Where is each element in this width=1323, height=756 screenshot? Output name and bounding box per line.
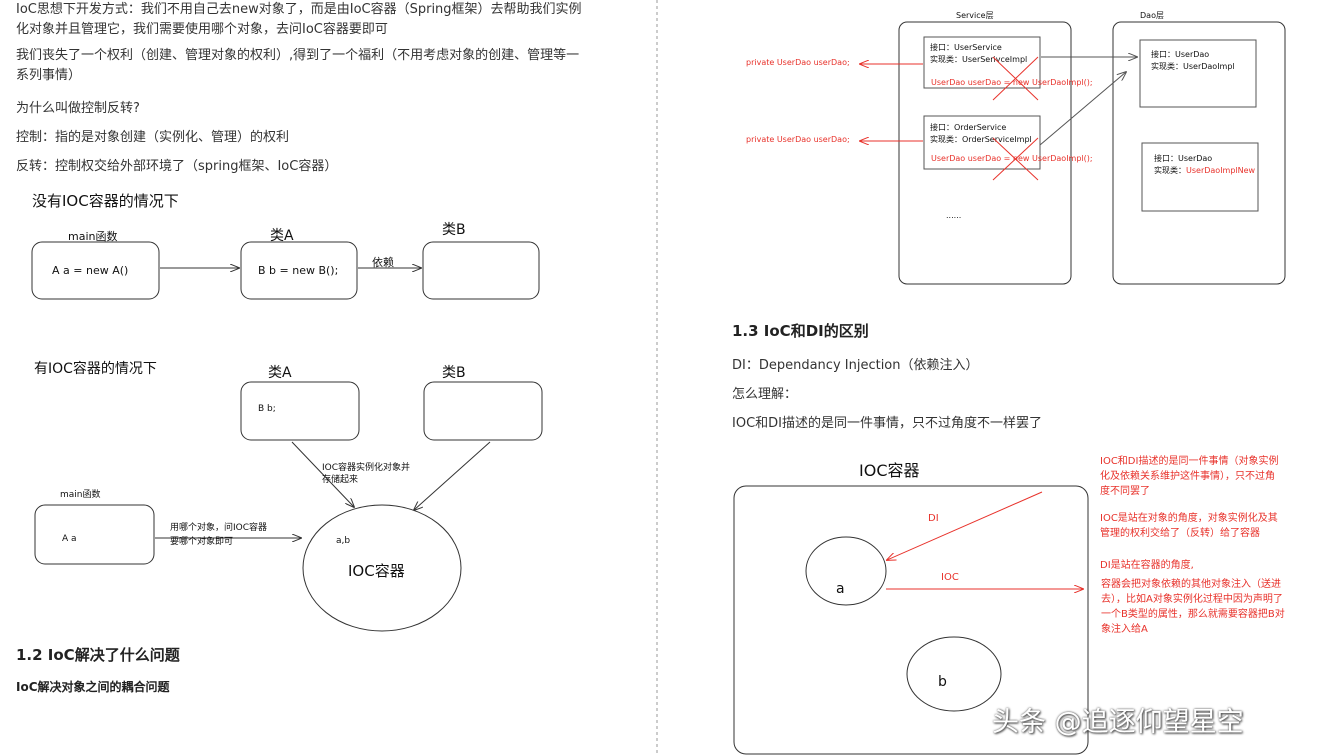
- diagram1-main-box: [31, 241, 160, 300]
- service-layer-label: Service层: [956, 11, 994, 20]
- note-inject-detail: 容器会把对象依赖的其他对象注入（送进去），比如A对象实例化过程中因为声明了一个B…: [1101, 579, 1285, 635]
- user-dao-new-impl-name: UserDaoImplNew: [1186, 166, 1256, 175]
- diagram2-container-label: IOC容器: [348, 562, 405, 580]
- diagram2-arrow-b-to-ioc: [414, 441, 491, 510]
- diagram1-main-code: A a = new A(): [52, 264, 128, 277]
- section-1-3-title: 1.3 IoC和DI的区别: [732, 322, 869, 340]
- page-divider: [656, 0, 658, 756]
- diagram2-main-label: main函数: [60, 488, 101, 500]
- ioc-di-diagram: IOC容器 a b DI IOC: [733, 461, 1089, 755]
- diagram2-main-code: A a: [62, 534, 77, 544]
- cross-out-2b: [992, 137, 1039, 181]
- diagram2-ask-note-1: 用哪个对象，问IOC容器: [170, 521, 267, 533]
- paragraph-ioc-approach: IoC思想下开发方式：我们不用自己去new对象了，而是由IoC容器（Spring…: [16, 2, 582, 37]
- ioc-container-title: IOC容器: [859, 461, 920, 480]
- layer-diagram: Service层 Dao层 private UserDao userDao; p…: [746, 11, 1286, 285]
- object-a-circle: [805, 536, 887, 606]
- diagram1-classA-box: [240, 241, 358, 300]
- diagram2-ioc-note-2: 存储起来: [322, 473, 358, 485]
- how-to-understand: 怎么理解：: [732, 387, 798, 402]
- di-arrow-label: DI: [928, 513, 939, 524]
- user-service-box: [923, 36, 1041, 89]
- section-1-2-title: 1.2 IoC解决了什么问题: [16, 646, 180, 664]
- section-1-2-body: IoC解决对象之间的耦合问题: [16, 680, 170, 694]
- dao-layer-label: Dao层: [1140, 11, 1164, 20]
- diagram1-classB-box: [422, 241, 540, 300]
- diagram2-ioc-container: [302, 504, 462, 632]
- cross-out-1b: [992, 56, 1039, 101]
- diagram1-main-label: main函数: [68, 230, 117, 243]
- diagram1-classA-label: 类A: [270, 228, 294, 244]
- object-a-label: a: [836, 581, 845, 597]
- paragraph-lose-gain: 我们丧失了一个权利（创建、管理对象的权利）,得到了一个福利（不用考虑对象的创建、…: [16, 48, 580, 83]
- same-thing-line: IOC和DI描述的是同一件事情，只不过角度不一样罢了: [732, 416, 1042, 431]
- user-dao-iface: 接口：UserDao: [1151, 49, 1209, 59]
- order-service-iface: 接口：OrderService: [930, 122, 1006, 132]
- paragraph-control: 控制：指的是对象创建（实例化、管理）的权利: [16, 130, 290, 145]
- user-dao-box: [1139, 39, 1257, 108]
- user-dao-new-impl: 实现类：UserDaoImplNew: [1154, 165, 1256, 175]
- user-dao-new-iface: 接口：UserDao: [1154, 153, 1212, 163]
- left-diagrams: 没有IOC容器的情况下 main函数 A a = new A() 类A B b …: [31, 192, 543, 632]
- ioc-arrow-label: IOC: [941, 572, 959, 583]
- service-ellipsis: ......: [946, 211, 961, 220]
- order-service-new: UserDao userDao = new UserDaoImpl();: [931, 154, 1093, 163]
- field-userdao-2: private UserDao userDao;: [746, 135, 850, 144]
- order-service-box: [923, 115, 1041, 170]
- user-dao-new-box: [1141, 142, 1259, 212]
- diagram2-main-box: [34, 504, 155, 565]
- object-b-label: b: [938, 674, 947, 690]
- diagram2-classA-box: [240, 381, 360, 441]
- diagram2-ask-note-2: 要哪个对象即可: [170, 535, 233, 547]
- diagram2-classA-code: B b;: [258, 404, 276, 414]
- diagram1-title: 没有IOC容器的情况下: [32, 192, 179, 210]
- user-service-impl: 实现类：UserSerivceImpl: [930, 54, 1027, 64]
- diagram1-classB-label: 类B: [442, 222, 466, 238]
- diagram1-classA-code: B b = new B();: [258, 264, 338, 277]
- diagram2-classB-label: 类B: [442, 365, 466, 381]
- note-same-thing: IOC和DI描述的是同一件事情（对象实例化及依赖关系维护这件事情），只不过角度不…: [1100, 456, 1279, 497]
- paragraph-why-question: 为什么叫做控制反转?: [16, 101, 140, 116]
- object-b-circle: [906, 636, 1002, 712]
- user-service-iface: 接口：UserService: [930, 42, 1002, 52]
- order-service-impl: 实现类：OrderServiceImpl: [930, 134, 1032, 144]
- di-definition: DI：Dependancy Injection（依赖注入）: [732, 358, 979, 373]
- user-dao-new-impl-prefix: 实现类：: [1154, 165, 1186, 175]
- paragraph-reverse: 反转：控制权交给外部环境了（spring框架、IoC容器）: [16, 159, 338, 174]
- diagram2-ioc-note-1: IOC容器实例化对象并: [322, 461, 410, 473]
- right-page: Service层 Dao层 private UserDao userDao; p…: [660, 0, 1323, 756]
- watermark: 头条 @追逐仰望星空: [992, 707, 1244, 738]
- arrow-order-service-to-dao: [1039, 72, 1126, 146]
- diagram2-classA-label: 类A: [268, 365, 292, 381]
- diagram2-arrow-a-to-ioc: [291, 441, 354, 507]
- diagram2-title: 有IOC容器的情况下: [34, 360, 157, 377]
- left-page: IoC思想下开发方式：我们不用自己去new对象了，而是由IoC容器（Spring…: [0, 0, 655, 756]
- note-di-perspective: DI是站在容器的角度,: [1100, 560, 1194, 571]
- diagram1-depend-label: 依赖: [372, 256, 394, 269]
- diagram2-classB-box: [423, 381, 543, 441]
- di-arrow: [887, 491, 1043, 560]
- note-ioc-perspective: IOC是站在对象的角度，对象实例化及其管理的权利交给了（反转）给了容器: [1100, 513, 1278, 539]
- user-dao-impl: 实现类：UserDaoImpl: [1151, 61, 1235, 71]
- diagram2-container-contents: a,b: [336, 536, 350, 546]
- field-userdao-1: private UserDao userDao;: [746, 58, 850, 67]
